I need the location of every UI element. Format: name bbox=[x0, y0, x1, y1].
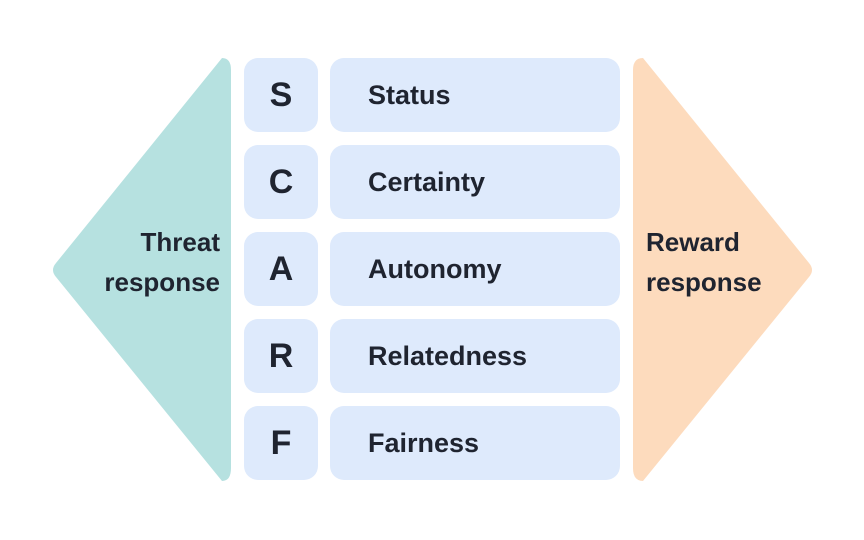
letter-box: C bbox=[244, 145, 318, 219]
threat-arrow-shape bbox=[53, 58, 231, 481]
threat-label-line-2: response bbox=[104, 267, 220, 297]
word-box: Autonomy bbox=[330, 232, 620, 306]
letter-box: R bbox=[244, 319, 318, 393]
letter-box: A bbox=[244, 232, 318, 306]
threat-label-line-1: Threat bbox=[140, 227, 220, 257]
reward-response-label: Reward response bbox=[646, 222, 806, 302]
word-box: Certainty bbox=[330, 145, 620, 219]
word-box: Fairness bbox=[330, 406, 620, 480]
letter-box: F bbox=[244, 406, 318, 480]
word-box: Relatedness bbox=[330, 319, 620, 393]
word-box: Status bbox=[330, 58, 620, 132]
letter-box: S bbox=[244, 58, 318, 132]
reward-label-line-1: Reward bbox=[646, 227, 740, 257]
reward-label-line-2: response bbox=[646, 267, 762, 297]
threat-response-label: Threat response bbox=[60, 222, 220, 302]
reward-arrow-shape bbox=[633, 58, 812, 481]
